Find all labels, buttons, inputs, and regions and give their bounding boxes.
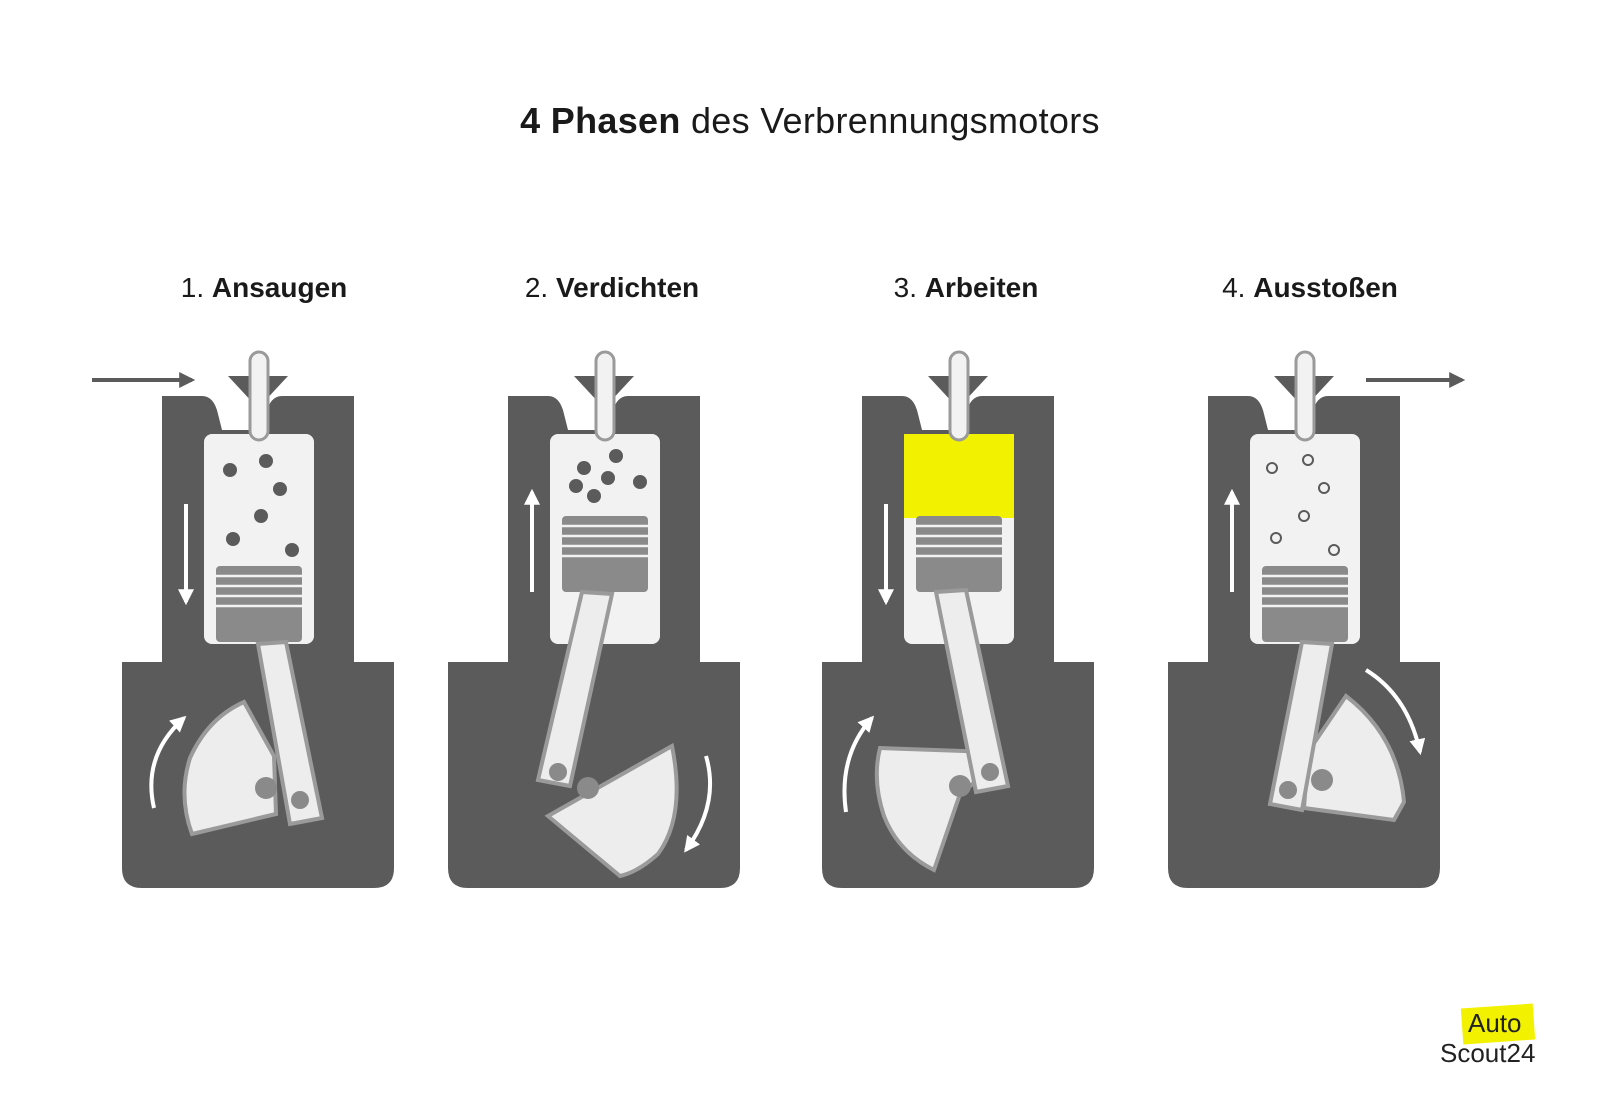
connecting-rod [255,639,325,827]
engine-phase-1 [92,350,394,888]
connecting-rod [535,589,615,789]
engine-phase-4 [1168,350,1466,888]
rotation-arrow-icon [842,715,875,813]
piston [562,516,648,592]
phase-name: Verdichten [555,272,700,303]
exhaust-particles [1266,454,1340,556]
phase-name: Arbeiten [924,272,1039,303]
phase-name: Ansaugen [211,272,348,303]
phase-number: 4. [1222,272,1246,303]
autoscout24-logo: Auto Scout24 [1440,1003,1550,1070]
fuel-particles [569,449,647,503]
phase-label-4: 4. Ausstoßen [1130,272,1490,304]
crankshaft [544,742,679,879]
piston [216,566,302,642]
connecting-rod [1267,639,1335,813]
engine-phase-2 [448,350,740,888]
piston [1262,566,1348,642]
logo-line2: Scout24 [1440,1038,1536,1068]
title-bold: 4 Phasen [520,100,681,141]
phase-number: 2. [524,272,549,303]
title-rest: des Verbrennungsmotors [690,100,1100,141]
phase-name: Ausstoßen [1253,272,1398,303]
crankshaft [182,699,279,837]
piston [916,516,1002,592]
phase-label-1: 1. Ansaugen [84,272,444,304]
connecting-rod [933,587,1011,795]
crankshaft [1301,693,1407,823]
logo-line1: Auto [1468,1008,1522,1038]
phase-label-3: 3. Arbeiten [786,272,1146,304]
combustion-zone [904,434,1014,518]
phase-label-2: 2. Verdichten [432,272,792,304]
rotation-arrow-icon [149,715,187,809]
rotation-arrow-icon [684,755,713,853]
rotation-arrow-icon [1364,668,1426,756]
fuel-particles [223,454,299,557]
engine-phase-3 [822,350,1094,888]
phase-number: 3. [893,272,917,303]
phase-number: 1. [180,272,205,303]
diagram-title: 4 Phasen des Verbrennungsmotors [0,100,1620,142]
